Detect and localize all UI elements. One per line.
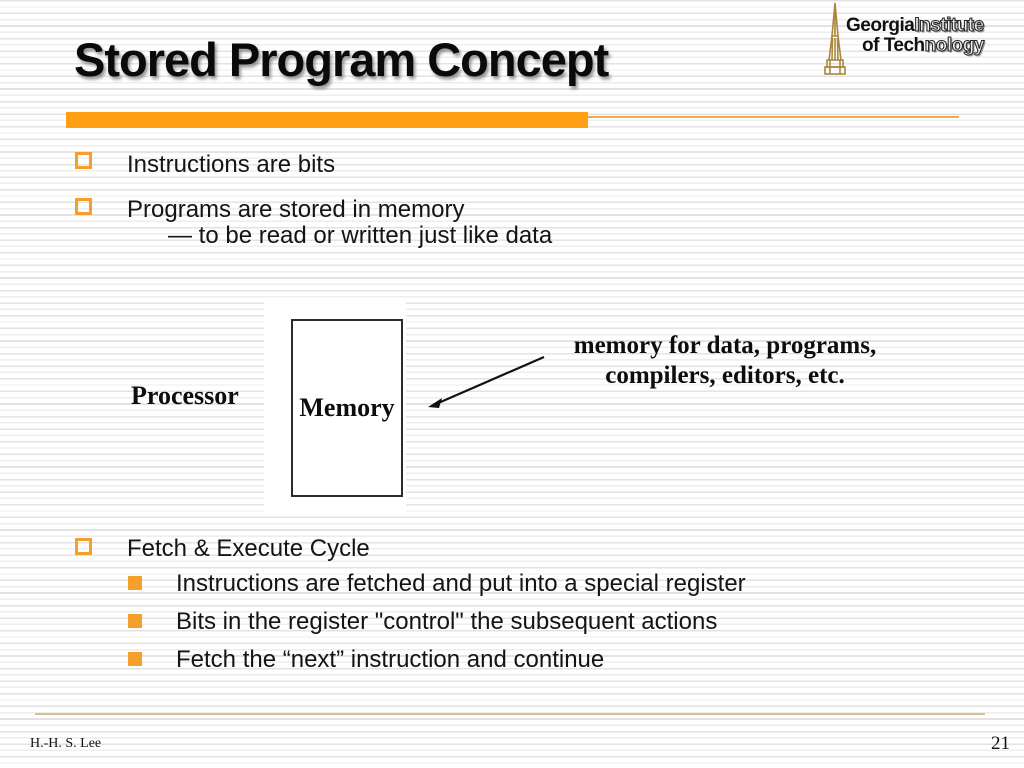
sub-bullet-item: Bits in the register "control" the subse… <box>176 608 718 635</box>
logo-line-1: GeorgiaInstitute <box>846 15 985 36</box>
footer-divider <box>35 713 985 715</box>
footer-author: H.-H. S. Lee <box>30 736 102 751</box>
bullet-item: Fetch & Execute Cycle <box>127 535 370 562</box>
tech-tower-icon <box>824 2 846 75</box>
bullet-subitem: — to be read or written just like data <box>168 222 553 249</box>
sub-bullet-item: Fetch the “next” instruction and continu… <box>176 646 605 673</box>
memory-caption-line1: memory for data, programs, <box>573 332 877 359</box>
bullet-square-icon <box>75 198 92 215</box>
bullet-square-icon <box>75 152 92 169</box>
memory-caption-line2: compilers, editors, etc. <box>605 362 845 389</box>
title-accent-line <box>588 116 959 118</box>
processor-label: Processor <box>131 381 239 410</box>
title-accent-bar <box>66 112 588 128</box>
sub-bullet-square-icon <box>128 614 142 628</box>
bullet-item: Programs are stored in memory <box>127 196 465 223</box>
page-title: Stored Program Concept <box>74 33 609 86</box>
bullet-square-icon <box>75 538 92 555</box>
memory-caption: memory for data, programs, compilers, ed… <box>555 331 895 391</box>
page-number: 21 <box>991 733 1010 754</box>
sub-bullet-item: Instructions are fetched and put into a … <box>176 570 746 597</box>
georgia-tech-logo: GeorgiaInstitute of Technology <box>818 2 1018 82</box>
bullet-item: Instructions are bits <box>127 151 336 178</box>
sub-bullet-square-icon <box>128 652 142 666</box>
memory-label: Memory <box>299 393 395 422</box>
logo-line-2: of Technology <box>862 35 985 56</box>
sub-bullet-square-icon <box>128 576 142 590</box>
caption-arrow <box>428 355 545 408</box>
logo-wordmark: GeorgiaInstitute of Technology <box>846 15 985 56</box>
memory-box: Memory <box>291 319 403 497</box>
